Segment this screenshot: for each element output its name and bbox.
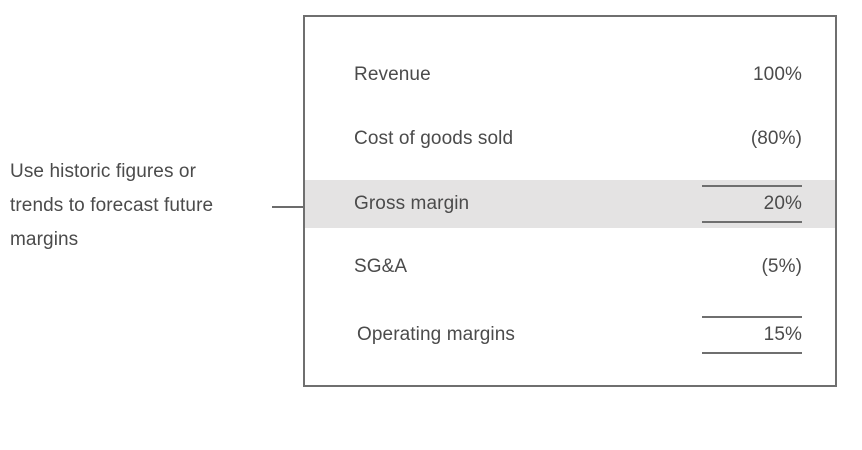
row-label-gross-margin: Gross margin bbox=[354, 193, 470, 214]
rule-bottom-icon bbox=[702, 352, 802, 354]
rule-bottom-icon bbox=[702, 221, 802, 223]
table-row-highlighted: Gross margin 20% bbox=[305, 180, 835, 228]
statement-rows: Revenue 100% Cost of goods sold (80%) Gr… bbox=[305, 17, 835, 385]
table-row: Cost of goods sold (80%) bbox=[305, 115, 835, 163]
rule-top-icon bbox=[702, 185, 802, 187]
row-value-operating-margins-group: 15% bbox=[702, 311, 802, 359]
annotation-line-3: margins bbox=[10, 229, 79, 250]
row-label-cost-of-goods-sold: Cost of goods sold bbox=[354, 128, 514, 149]
row-value-gross-margin: 20% bbox=[763, 193, 802, 214]
annotation-line-1: Use historic figures or bbox=[10, 161, 197, 182]
row-label-revenue: Revenue bbox=[354, 64, 431, 85]
row-value-revenue: 100% bbox=[753, 64, 802, 85]
margin-statement-box: Revenue 100% Cost of goods sold (80%) Gr… bbox=[303, 15, 837, 387]
table-row: Revenue 100% bbox=[305, 51, 835, 99]
rule-top-icon bbox=[702, 316, 802, 318]
row-value-operating-margins: 15% bbox=[763, 324, 802, 345]
table-row: Operating margins 15% bbox=[305, 311, 835, 359]
row-value-gross-margin-group: 20% bbox=[702, 180, 802, 228]
row-label-sga: SG&A bbox=[354, 256, 408, 277]
annotation-line-2: trends to forecast future bbox=[10, 195, 214, 216]
table-row: SG&A (5%) bbox=[305, 243, 835, 291]
row-label-operating-margins: Operating margins bbox=[357, 324, 515, 345]
row-value-sga: (5%) bbox=[761, 256, 802, 277]
annotation-text: Use historic figures or trends to foreca… bbox=[10, 155, 268, 257]
row-value-cost-of-goods-sold: (80%) bbox=[750, 128, 802, 149]
